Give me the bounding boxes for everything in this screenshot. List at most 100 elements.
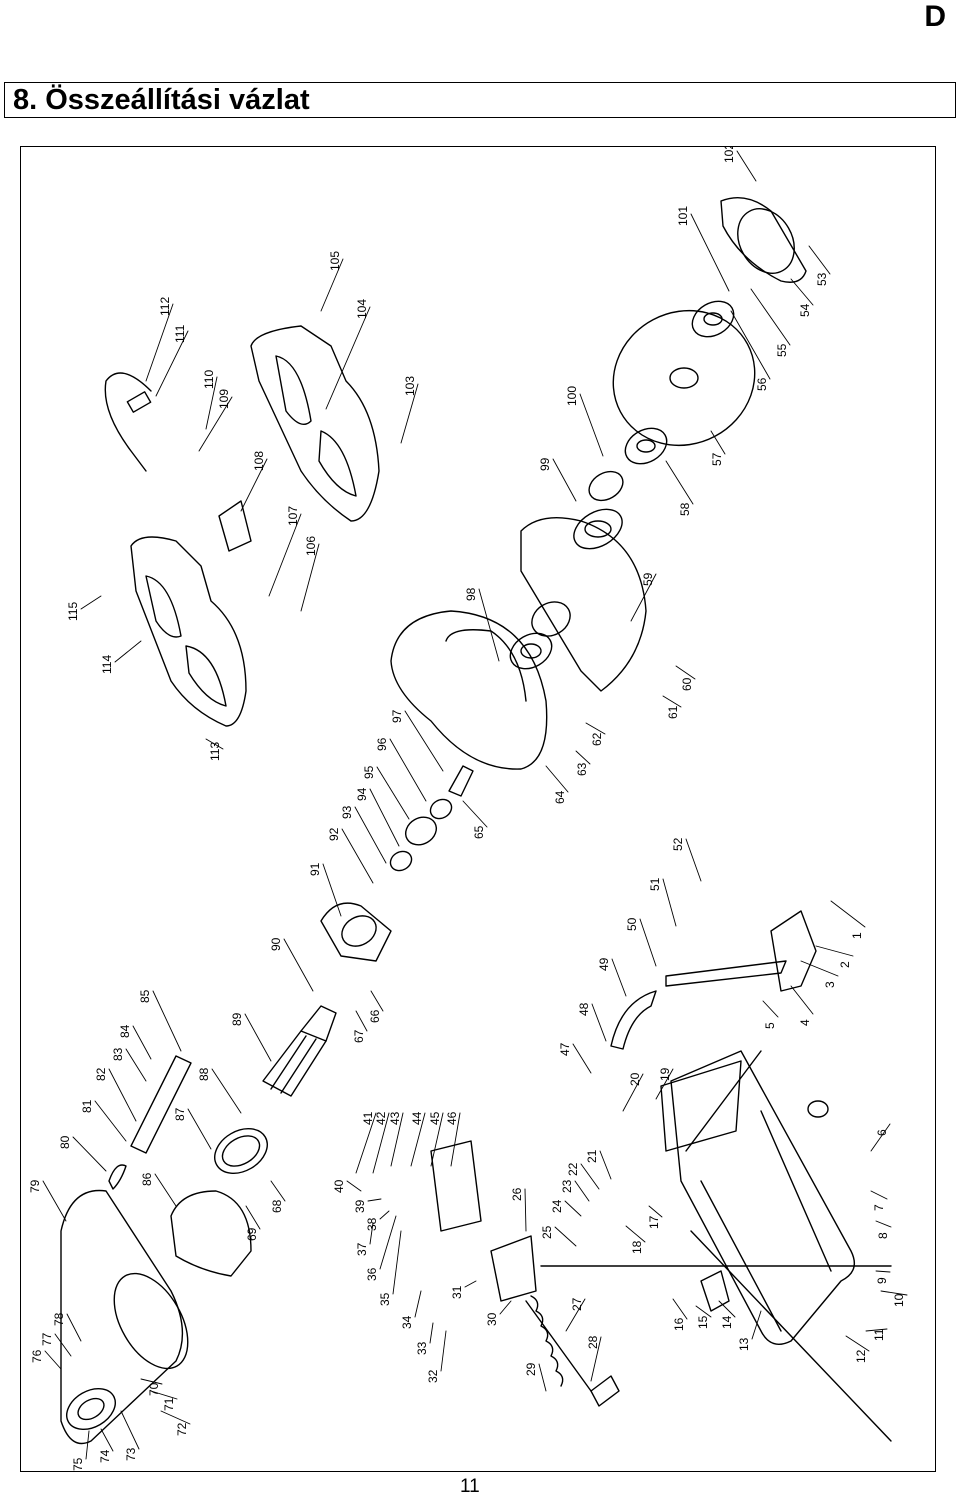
part-label-28: 28	[586, 1335, 600, 1349]
leader-line-75	[85, 1430, 90, 1460]
part-label-81: 81	[80, 1099, 94, 1113]
part-label-18: 18	[630, 1240, 644, 1254]
leader-line-3	[800, 960, 839, 977]
part-label-41: 41	[361, 1111, 375, 1125]
leader-line-113	[205, 738, 224, 750]
part-label-49: 49	[597, 957, 611, 971]
part-label-92: 92	[327, 827, 341, 841]
leader-line-66	[370, 990, 384, 1012]
leader-line-23	[574, 1180, 590, 1202]
part-label-88: 88	[197, 1067, 211, 1081]
leader-line-106	[300, 543, 320, 612]
leader-line-60	[675, 665, 696, 680]
leader-line-35	[392, 1230, 402, 1295]
part-label-57: 57	[710, 452, 724, 466]
leader-line-83	[125, 1048, 147, 1082]
leader-line-100	[579, 393, 604, 457]
leader-line-20	[622, 1073, 644, 1112]
part-label-47: 47	[558, 1042, 572, 1056]
page-number: 11	[460, 1476, 480, 1497]
part-label-26: 26	[510, 1187, 524, 1201]
leader-line-88	[211, 1068, 242, 1114]
part-label-17: 17	[647, 1215, 661, 1229]
leader-line-96	[389, 738, 427, 802]
part-label-36: 36	[365, 1267, 379, 1281]
part-label-65: 65	[472, 825, 486, 839]
leader-line-28	[590, 1336, 602, 1382]
leader-line-63	[575, 750, 591, 765]
part-label-62: 62	[590, 732, 604, 746]
leader-line-90	[283, 938, 314, 992]
leader-line-51	[662, 878, 677, 927]
leader-line-97	[404, 710, 444, 772]
part-label-61: 61	[666, 705, 680, 719]
leader-line-32	[440, 1330, 447, 1372]
part-label-85: 85	[138, 989, 152, 1003]
leader-line-91	[322, 863, 342, 917]
part-label-53: 53	[815, 272, 829, 286]
part-label-74: 74	[98, 1449, 112, 1463]
part-label-75: 75	[71, 1457, 85, 1471]
leader-line-93	[354, 806, 387, 864]
leader-line-72	[160, 1410, 191, 1425]
part-label-78: 78	[52, 1312, 66, 1326]
leader-line-15	[695, 1305, 712, 1318]
leader-line-104	[325, 306, 371, 410]
part-label-9: 9	[875, 1277, 889, 1284]
leader-line-43	[390, 1112, 404, 1167]
leader-line-49	[611, 958, 627, 997]
part-label-48: 48	[577, 1002, 591, 1016]
part-label-44: 44	[410, 1111, 424, 1125]
part-label-107: 107	[286, 506, 300, 526]
part-label-108: 108	[252, 451, 266, 471]
leader-line-114	[114, 640, 142, 663]
leader-line-56	[730, 310, 771, 380]
part-number-labels: 1234567891011121314151617181920212223242…	[28, 147, 906, 1471]
part-label-101: 101	[676, 206, 690, 226]
leader-lines	[42, 150, 908, 1460]
part-label-43: 43	[388, 1111, 402, 1125]
leader-line-34	[414, 1290, 422, 1318]
leader-line-27	[565, 1298, 586, 1332]
leader-line-59	[630, 573, 657, 622]
part-label-79: 79	[28, 1179, 42, 1193]
leader-line-70	[140, 1378, 163, 1385]
part-label-50: 50	[625, 917, 639, 931]
part-label-76: 76	[30, 1349, 44, 1363]
section-title: 8. Összeállítási vázlat	[13, 84, 310, 116]
part-label-72: 72	[175, 1422, 189, 1436]
part-label-30: 30	[485, 1312, 499, 1326]
part-label-82: 82	[94, 1067, 108, 1081]
leader-line-36	[379, 1215, 397, 1270]
part-label-16: 16	[672, 1317, 686, 1331]
part-label-103: 103	[403, 376, 417, 396]
part-label-12: 12	[854, 1349, 868, 1363]
leader-line-111	[155, 330, 189, 397]
leader-line-95	[376, 766, 410, 820]
leader-line-39	[367, 1198, 382, 1202]
part-label-11: 11	[872, 1328, 886, 1341]
part-label-89: 89	[230, 1012, 244, 1026]
leader-line-80	[72, 1136, 107, 1172]
part-label-95: 95	[362, 765, 376, 779]
leader-line-18	[625, 1225, 646, 1243]
leader-line-55	[750, 288, 791, 346]
leader-line-48	[591, 1003, 607, 1042]
part-label-3: 3	[823, 981, 837, 988]
part-label-111: 111	[173, 324, 187, 343]
part-label-46: 46	[445, 1111, 459, 1125]
part-label-114: 114	[100, 655, 114, 674]
leader-line-17	[648, 1205, 663, 1218]
leader-line-87	[187, 1108, 212, 1150]
part-label-1: 1	[850, 932, 864, 939]
part-label-6: 6	[875, 1129, 889, 1136]
part-label-104: 104	[355, 299, 369, 319]
leader-line-38	[379, 1210, 390, 1220]
leader-line-42	[372, 1112, 390, 1174]
part-label-24: 24	[550, 1199, 564, 1213]
part-label-83: 83	[111, 1047, 125, 1061]
leader-line-45	[430, 1112, 444, 1167]
leader-line-5	[762, 1000, 779, 1018]
leader-line-44	[410, 1112, 426, 1167]
